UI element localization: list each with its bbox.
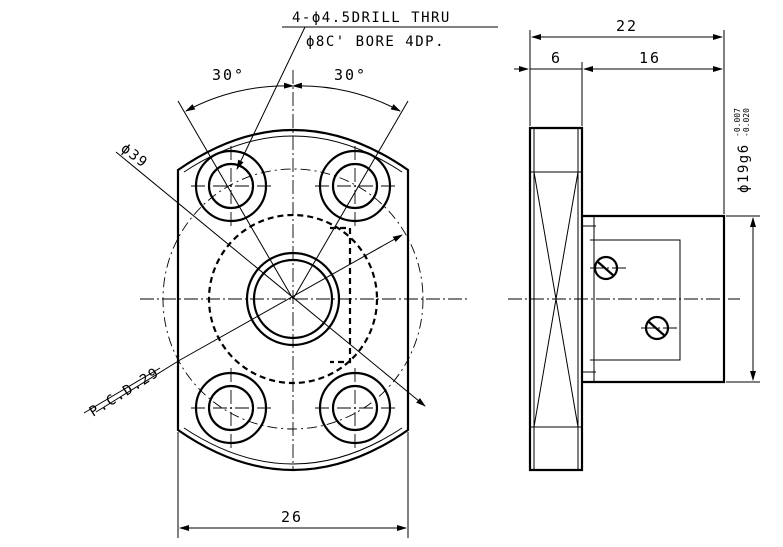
set-screw-1 — [590, 255, 626, 281]
angle-arc-2 — [292, 82, 401, 112]
dia19-tol-upper: -0.007 — [733, 108, 742, 137]
mount-hole-bottom-right — [315, 368, 395, 448]
angle-label-left: 30° — [212, 66, 245, 84]
drill-note-line2: ϕ8C' BORE 4DP. — [306, 34, 445, 50]
angle-ref-line-left — [177, 100, 294, 300]
pcd-label: P.C.D.29 — [87, 365, 163, 421]
angle-ref-line-right — [292, 100, 409, 300]
dia19-fit-label: ϕ19g6 — [736, 143, 752, 193]
set-screw-2 — [641, 315, 677, 341]
width-26-label: 26 — [281, 508, 303, 526]
front-view — [83, 26, 498, 538]
flange-outline — [176, 129, 410, 471]
hidden-slot — [330, 226, 352, 364]
note-leader — [236, 26, 306, 170]
length-6-label: 6 — [551, 49, 562, 67]
pcd-leader — [95, 234, 403, 413]
side-flange-chamfer — [533, 171, 579, 428]
length-22-label: 22 — [616, 17, 638, 35]
angle-arc — [185, 82, 294, 112]
dia39-leader — [115, 151, 426, 407]
dia19-tol-lower: -0.020 — [742, 108, 751, 137]
length-16-label: 16 — [639, 49, 661, 67]
side-slot-block — [590, 239, 681, 361]
side-flange — [528, 126, 584, 472]
mount-hole-top-right — [315, 146, 395, 226]
side-view — [508, 30, 760, 472]
mount-hole-bottom-left — [191, 368, 271, 448]
angle-label-right: 30° — [334, 66, 367, 84]
pcd-underline — [83, 367, 161, 414]
mount-hole-top-left — [191, 146, 271, 226]
drill-note-line1: 4-ϕ4.5DRILL THRU — [292, 10, 451, 26]
side-hub-inner — [582, 216, 596, 382]
